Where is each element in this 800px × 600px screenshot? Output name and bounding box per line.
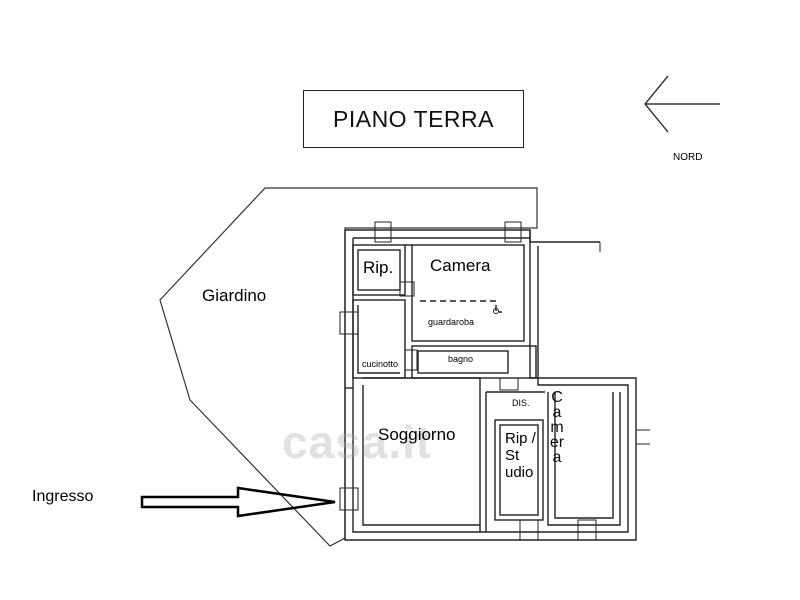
room-label-rip-studio: Rip / St udio: [505, 430, 536, 481]
plan-title: PIANO TERRA: [303, 90, 524, 148]
room-label-dis: DIS.: [512, 398, 530, 408]
room-label-bagno: bagno: [448, 354, 474, 364]
north-label: NORD: [673, 152, 703, 163]
room-label-cucinotto: cucinotto: [362, 359, 399, 369]
entrance-arrow: [140, 486, 336, 518]
entrance-label: Ingresso: [32, 488, 94, 505]
watermark: casa.it: [282, 416, 433, 468]
room-label-guardaroba: guardaroba: [428, 317, 475, 327]
room-label-giardino: Giardino: [202, 286, 267, 305]
north-arrow: [644, 75, 720, 133]
room-label-camera-2: Camera: [549, 389, 565, 466]
room-label-camera-1: Camera: [430, 256, 491, 275]
room-label-rip: Rip.: [363, 258, 394, 277]
room-label-soggiorno: Soggiorno: [378, 425, 456, 444]
openings: [339, 221, 650, 541]
interior-walls: [352, 244, 621, 532]
